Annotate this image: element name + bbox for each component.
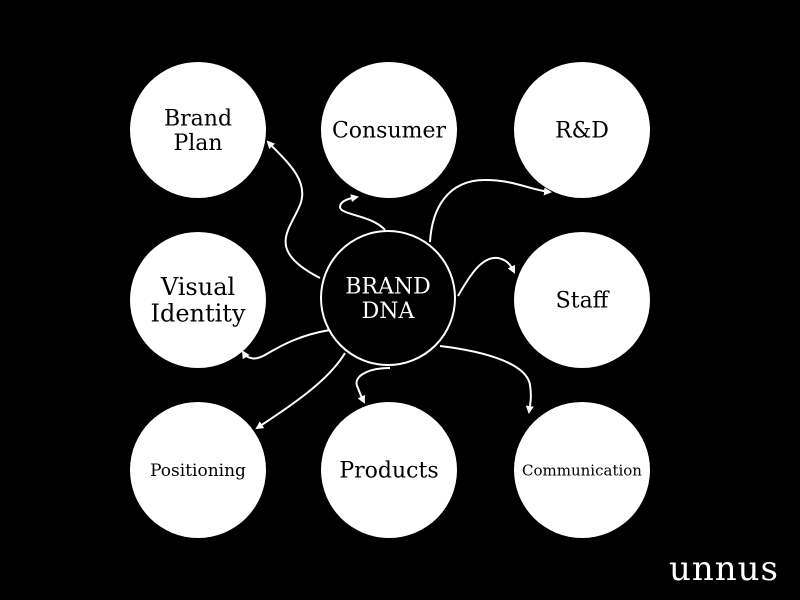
node-circle	[130, 62, 266, 198]
node-circle	[130, 402, 266, 538]
node-circle	[514, 62, 650, 198]
label-line: Positioning	[150, 461, 246, 481]
node-label: R&D	[555, 119, 609, 144]
arrow-to-products	[355, 367, 391, 404]
node-products: Products	[321, 402, 457, 538]
node-circle	[130, 232, 266, 368]
logo-text: unnus	[669, 552, 779, 588]
unnus-wordmark-logo: unnus	[669, 552, 779, 588]
node-label: Positioning	[150, 461, 246, 481]
label-line: Staff	[556, 289, 610, 314]
node-label: Staff	[556, 289, 610, 314]
arrow-to-visual-identity	[241, 329, 331, 360]
arrow-to-brand-plan	[266, 140, 321, 279]
node-circle	[321, 402, 457, 538]
label-line: Plan	[173, 131, 222, 156]
node-circle	[514, 232, 650, 368]
arrow-to-consumer	[338, 194, 386, 231]
label-line: DNA	[362, 299, 416, 324]
arrow-to-positioning	[255, 352, 346, 430]
arrow-to-rnd	[429, 178, 552, 243]
node-label: Consumer	[332, 119, 447, 144]
node-rnd: R&D	[514, 62, 650, 198]
label-line: BRAND	[345, 275, 431, 300]
node-label: Products	[339, 459, 438, 484]
node-positioning: Positioning	[130, 402, 266, 538]
node-circle	[321, 62, 457, 198]
arrow-to-staff	[457, 256, 515, 297]
label-line: Brand	[164, 107, 232, 132]
label-line: Visual	[160, 273, 235, 301]
label-line: Communication	[522, 461, 642, 479]
label-line: R&D	[555, 119, 609, 144]
node-staff: Staff	[514, 232, 650, 368]
label-line: Consumer	[332, 119, 447, 144]
node-consumer: Consumer	[321, 62, 457, 198]
node-label: Communication	[522, 461, 642, 479]
node-circle	[514, 402, 650, 538]
label-line: Identity	[150, 300, 245, 328]
label-line: Products	[339, 459, 438, 484]
node-communication: Communication	[514, 402, 650, 538]
arrow-to-communication	[439, 345, 534, 414]
